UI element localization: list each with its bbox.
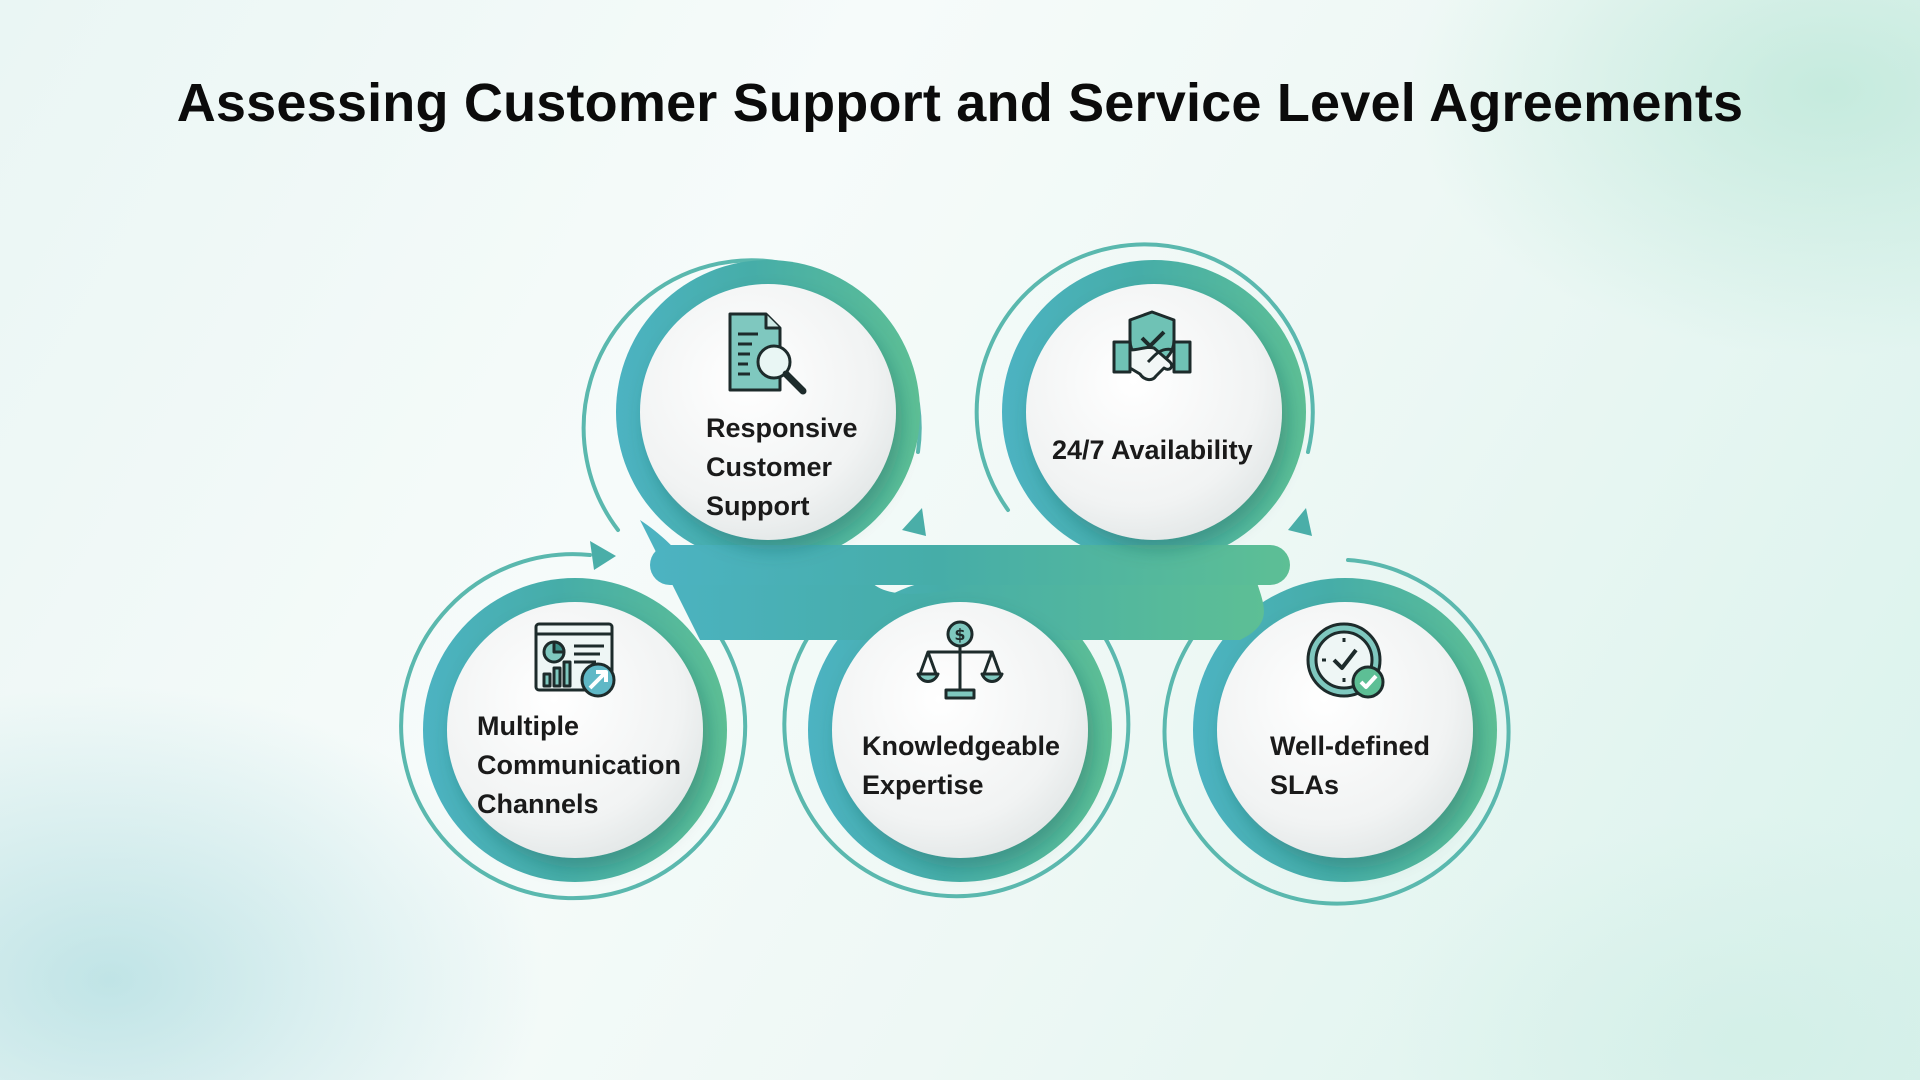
node-disc-responsive-customer-support <box>640 284 896 540</box>
analytics-dashboard-icon <box>534 622 616 698</box>
document-search-icon <box>728 312 807 395</box>
arrowhead-icon <box>590 541 616 570</box>
arrowhead-icon <box>902 508 926 536</box>
node-disc-availability <box>1026 284 1282 540</box>
node-disc-multiple-communication-channels <box>447 602 703 858</box>
node-disc-well-defined-slas <box>1217 602 1473 858</box>
node-discs <box>447 284 1473 858</box>
shield-handshake-icon <box>1112 310 1192 382</box>
node-label-responsive-customer-support: Responsive Customer Support <box>706 413 858 521</box>
flow-arc-bottom-left <box>399 552 748 901</box>
svg-text:$: $ <box>954 625 965 644</box>
node-label-availability: 24/7 Availability <box>1052 435 1253 465</box>
flow-arcs <box>399 242 1511 906</box>
node-label-multiple-communication-channels: Multiple Communication Channels <box>477 711 682 819</box>
page-title: Assessing Customer Support and Service L… <box>176 73 1744 133</box>
flow-arc-bottom-middle <box>782 620 1131 899</box>
node-disc-knowledgeable-expertise <box>832 602 1088 858</box>
flow-arc-bottom-right <box>1162 558 1511 906</box>
flow-arc-top-right <box>974 242 1315 512</box>
balance-scale-icon: $ <box>916 620 1004 700</box>
arrowhead-icon <box>1288 508 1312 536</box>
node-label-well-defined-slas: Well-defined SLAs <box>1270 731 1431 800</box>
node-label-knowledgeable-expertise: Knowledgeable Expertise <box>862 731 1061 800</box>
clock-check-icon <box>1306 622 1385 699</box>
